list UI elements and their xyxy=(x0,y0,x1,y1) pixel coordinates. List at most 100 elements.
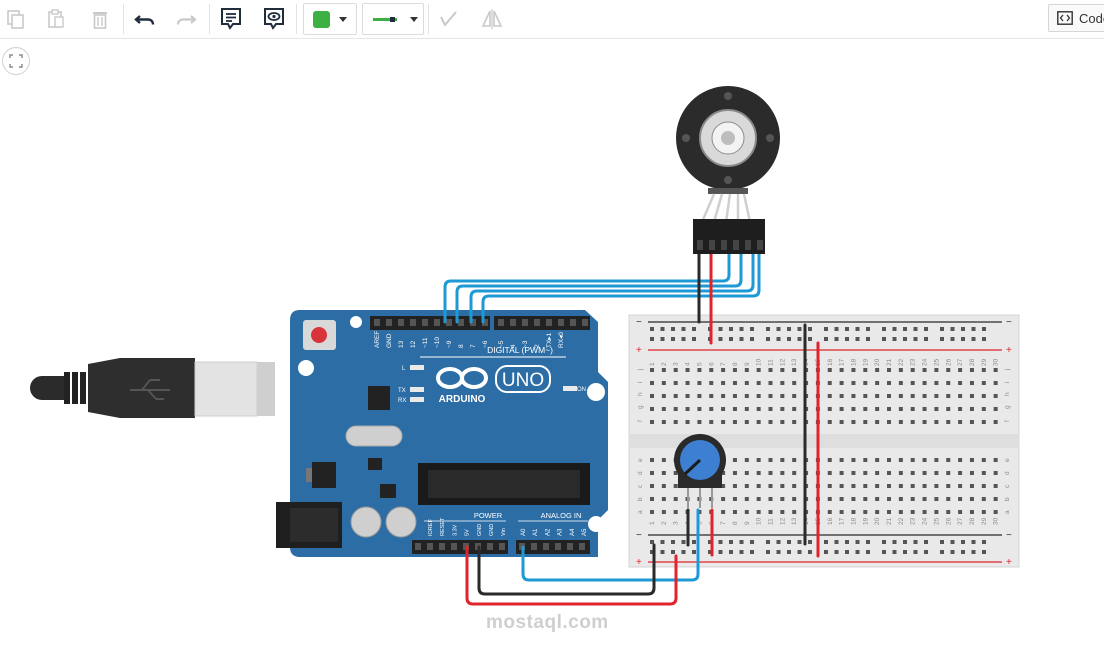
header-pin[interactable] xyxy=(487,543,493,550)
delete-button[interactable] xyxy=(84,3,116,35)
rail-hole[interactable] xyxy=(892,550,897,554)
rail-hole[interactable] xyxy=(787,540,791,544)
breadboard-hole[interactable] xyxy=(685,394,690,398)
breadboard-hole[interactable] xyxy=(792,420,797,424)
breadboard-hole[interactable] xyxy=(863,368,868,372)
breadboard-hole[interactable] xyxy=(744,471,749,475)
rail-hole[interactable] xyxy=(787,550,791,554)
breadboard-hole[interactable] xyxy=(981,510,986,514)
rail-hole[interactable] xyxy=(982,550,986,554)
rail-hole[interactable] xyxy=(708,550,712,554)
breadboard-hole[interactable] xyxy=(981,458,986,462)
header-pin[interactable] xyxy=(498,319,504,326)
breadboard-hole[interactable] xyxy=(792,368,797,372)
breadboard-hole[interactable] xyxy=(827,381,832,385)
rail-hole[interactable] xyxy=(776,550,781,554)
header-pin[interactable] xyxy=(510,319,516,326)
breadboard-hole[interactable] xyxy=(661,420,666,424)
rail-hole[interactable] xyxy=(808,540,812,544)
rail-hole[interactable] xyxy=(750,337,754,341)
rail-hole[interactable] xyxy=(681,337,686,341)
breadboard-hole[interactable] xyxy=(887,368,891,372)
breadboard-hole[interactable] xyxy=(744,458,749,462)
breadboard-hole[interactable] xyxy=(958,458,963,462)
header-pin[interactable] xyxy=(543,543,549,550)
breadboard-hole[interactable] xyxy=(827,420,832,424)
breadboard-hole[interactable] xyxy=(780,407,785,411)
wires[interactable] xyxy=(443,248,820,606)
rail-hole[interactable] xyxy=(808,337,812,341)
breadboard-hole[interactable] xyxy=(993,510,998,514)
breadboard-hole[interactable] xyxy=(685,407,690,411)
rail-hole[interactable] xyxy=(971,550,976,554)
breadboard-hole[interactable] xyxy=(910,484,915,488)
breadboard-hole[interactable] xyxy=(875,471,880,475)
breadboard-hole[interactable] xyxy=(851,368,856,372)
paste-button[interactable] xyxy=(40,3,72,35)
rail-hole[interactable] xyxy=(892,337,897,341)
breadboard-hole[interactable] xyxy=(709,381,714,385)
breadboard-hole[interactable] xyxy=(673,471,678,475)
breadboard-hole[interactable] xyxy=(958,368,963,372)
rail-hole[interactable] xyxy=(660,540,665,544)
breadboard-hole[interactable] xyxy=(732,510,737,514)
breadboard-hole[interactable] xyxy=(697,381,702,385)
breadboard-hole[interactable] xyxy=(863,407,868,411)
wire-blue[interactable] xyxy=(455,248,743,324)
breadboard-hole[interactable] xyxy=(661,510,666,514)
breadboard-hole[interactable] xyxy=(673,510,678,514)
breadboard-hole[interactable] xyxy=(650,497,654,501)
breadboard-hole[interactable] xyxy=(732,407,737,411)
breadboard-hole[interactable] xyxy=(993,471,998,475)
breadboard-hole[interactable] xyxy=(934,484,939,488)
breadboard-hole[interactable] xyxy=(780,381,785,385)
breadboard-hole[interactable] xyxy=(661,471,666,475)
rail-hole[interactable] xyxy=(739,540,744,544)
header-pin[interactable] xyxy=(446,319,452,326)
breadboard-hole[interactable] xyxy=(792,458,797,462)
breadboard-hole[interactable] xyxy=(910,368,915,372)
rail-hole[interactable] xyxy=(739,337,744,341)
breadboard-hole[interactable] xyxy=(969,368,974,372)
breadboard-hole[interactable] xyxy=(946,394,951,398)
breadboard-hole[interactable] xyxy=(898,394,903,398)
header-pin[interactable] xyxy=(499,543,505,550)
breadboard-hole[interactable] xyxy=(721,381,726,385)
copy-button[interactable] xyxy=(0,3,32,35)
rail-hole[interactable] xyxy=(824,337,828,341)
breadboard-hole[interactable] xyxy=(981,420,986,424)
breadboard-hole[interactable] xyxy=(946,458,951,462)
header-pin[interactable] xyxy=(427,543,433,550)
breadboard-hole[interactable] xyxy=(993,381,998,385)
breadboard-hole[interactable] xyxy=(756,368,761,372)
rail-hole[interactable] xyxy=(961,550,965,554)
rail-hole[interactable] xyxy=(650,550,654,554)
rail-hole[interactable] xyxy=(961,327,965,331)
breadboard-hole[interactable] xyxy=(946,381,951,385)
breadboard-hole[interactable] xyxy=(863,381,868,385)
breadboard-hole[interactable] xyxy=(934,510,939,514)
breadboard-hole[interactable] xyxy=(756,471,761,475)
rail-hole[interactable] xyxy=(855,337,860,341)
breadboard-hole[interactable] xyxy=(910,510,915,514)
breadboard-hole[interactable] xyxy=(875,510,880,514)
breadboard-hole[interactable] xyxy=(863,420,868,424)
wire-red[interactable] xyxy=(465,545,678,606)
breadboard-hole[interactable] xyxy=(934,394,939,398)
rail-hole[interactable] xyxy=(845,337,849,341)
breadboard-hole[interactable] xyxy=(969,407,974,411)
header-pin[interactable] xyxy=(531,543,537,550)
breadboard-hole[interactable] xyxy=(863,471,868,475)
breadboard-hole[interactable] xyxy=(650,368,654,372)
header-pin[interactable] xyxy=(470,319,476,326)
breadboard-hole[interactable] xyxy=(875,458,880,462)
breadboard-hole[interactable] xyxy=(887,458,891,462)
breadboard-hole[interactable] xyxy=(863,458,868,462)
breadboard-hole[interactable] xyxy=(756,394,761,398)
breadboard-hole[interactable] xyxy=(768,394,773,398)
breadboard-hole[interactable] xyxy=(744,394,749,398)
breadboard-hole[interactable] xyxy=(922,394,927,398)
header-pin[interactable] xyxy=(546,319,552,326)
breadboard-hole[interactable] xyxy=(969,497,974,501)
breadboard-hole[interactable] xyxy=(946,484,951,488)
